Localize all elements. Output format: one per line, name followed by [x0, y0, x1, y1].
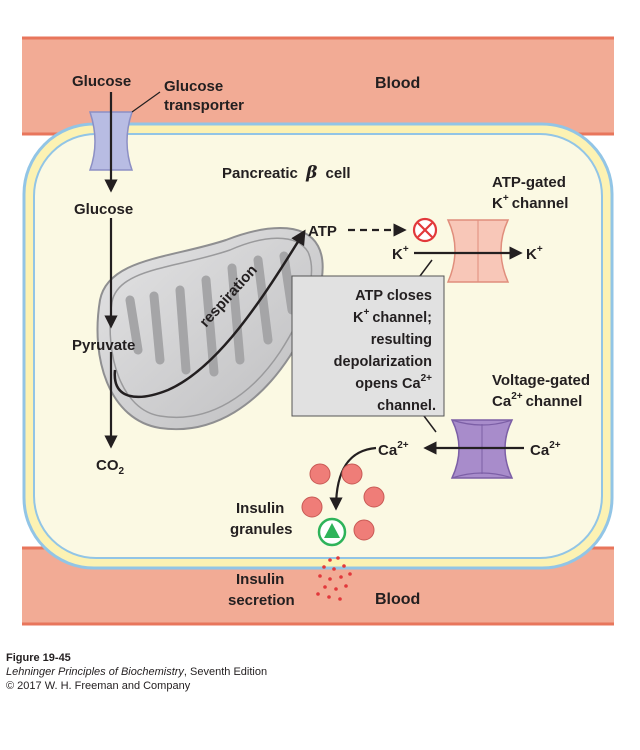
- glucose-inside-label: Glucose: [74, 201, 133, 218]
- blood-bottom-label: Blood: [375, 591, 420, 608]
- box-connector-bottom: [423, 415, 437, 433]
- k-inside-label: K+: [392, 244, 409, 263]
- insulin-secretion-label: Insulin secretion: [228, 571, 295, 609]
- box-connector-top: [419, 259, 433, 277]
- ca-to-granule-arrow: [329, 446, 377, 511]
- book-title: Lehninger Principles of Biochemistry: [6, 666, 184, 678]
- glucose-transporter-label: Glucose transporter: [164, 78, 244, 114]
- insulin-secretion-diagram: respiration: [22, 36, 614, 626]
- figure-number: Figure 19-45: [6, 652, 71, 664]
- transporter-pointer: [131, 91, 161, 113]
- explanation-text: ATP closes K+channel; resulting depolari…: [334, 288, 436, 414]
- inhibition-icon: [412, 217, 438, 243]
- insulin-granules-label: Insulin granules: [230, 500, 293, 538]
- atp-gated-k-channel: [446, 219, 510, 283]
- ca-outside-label: Ca2+: [530, 440, 561, 459]
- co2-label: CO2: [96, 457, 125, 477]
- pyruvate-label: Pyruvate: [72, 337, 135, 354]
- figure-caption: Figure 19-45 Lehninger Principles of Bio…: [6, 651, 626, 693]
- fusing-granule: [317, 517, 347, 547]
- copyright-notice: © 2017 W. H. Freeman and Company: [6, 680, 191, 692]
- k-outside-label: K+: [526, 244, 543, 263]
- book-citation: Lehninger Principles of Biochemistry, Se…: [6, 665, 626, 679]
- ca-inside-label: Ca2+: [378, 440, 409, 459]
- atp-gated-channel-label: ATP-gated K+channel: [492, 174, 570, 212]
- voltage-gated-channel-label: Voltage-gated Ca2+channel: [492, 372, 594, 410]
- glucose-outside-label: Glucose: [72, 73, 131, 90]
- secreted-insulin: [316, 556, 352, 601]
- cell-title: Pancreatic β cell: [222, 163, 351, 183]
- insulin-granules: [301, 463, 385, 541]
- blood-top-label: Blood: [375, 75, 420, 92]
- book-edition: , Seventh Edition: [183, 666, 268, 678]
- respiration-arrow: [113, 229, 306, 399]
- explanation-box: [291, 275, 445, 417]
- atp-label: ATP: [308, 223, 337, 240]
